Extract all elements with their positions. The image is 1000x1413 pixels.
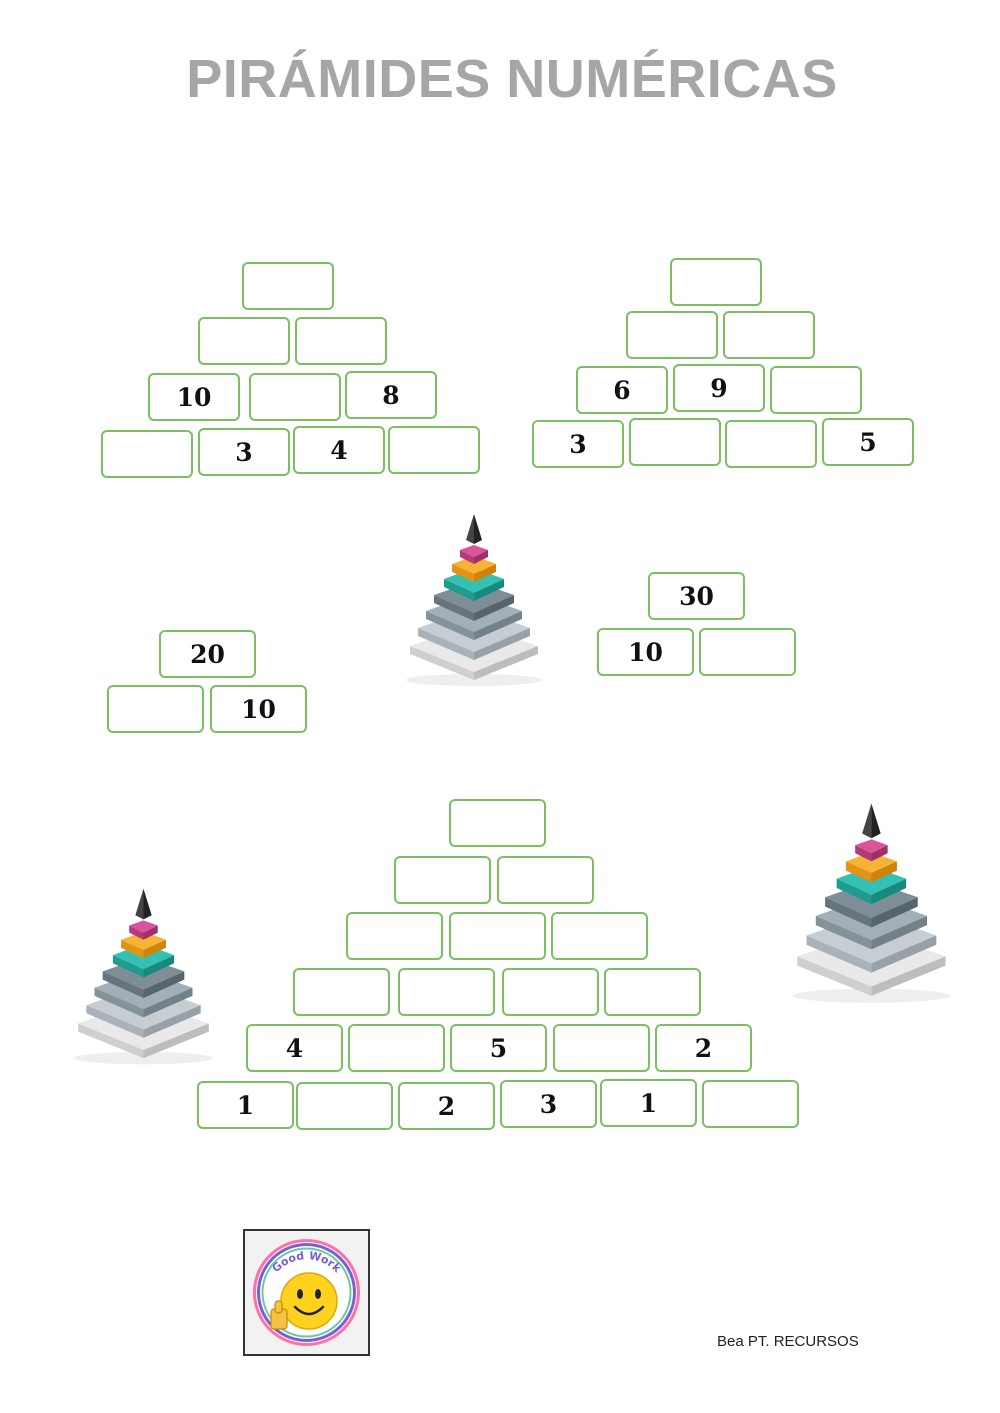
pyramid-cell[interactable] xyxy=(101,430,193,478)
pyramid-cell[interactable] xyxy=(702,1080,799,1128)
pyramid-cell[interactable] xyxy=(198,317,290,365)
pyramid-cell[interactable] xyxy=(626,311,718,359)
pyramid-cell[interactable] xyxy=(398,968,495,1016)
pyramid-cell[interactable] xyxy=(242,262,334,310)
pyramid-cell[interactable] xyxy=(551,912,648,960)
pyramid-cell[interactable] xyxy=(725,420,817,468)
pyramid-cell[interactable]: 30 xyxy=(648,572,745,620)
pyramid-cell[interactable] xyxy=(497,856,594,904)
layered-pyramid-icon xyxy=(406,514,542,686)
pyramid-cell[interactable] xyxy=(770,366,862,414)
pyramid-cell[interactable] xyxy=(670,258,762,306)
pyramid-cell[interactable]: 2 xyxy=(398,1082,495,1130)
pyramid-cell[interactable]: 3 xyxy=(198,428,290,476)
good-work-button[interactable]: Good Work xyxy=(243,1229,370,1356)
pyramid-cell[interactable]: 1 xyxy=(197,1081,294,1129)
pyramid-cell[interactable] xyxy=(295,317,387,365)
pyramid-cell[interactable]: 10 xyxy=(210,685,307,733)
pyramid-cell[interactable]: 5 xyxy=(450,1024,547,1072)
pyramid-cell[interactable]: 3 xyxy=(532,420,624,468)
page-title: PIRÁMIDES NUMÉRICAS xyxy=(186,49,838,109)
pyramid-cell[interactable]: 5 xyxy=(822,418,914,466)
pyramid-cell[interactable] xyxy=(348,1024,445,1072)
pyramid-cell[interactable]: 6 xyxy=(576,366,668,414)
pyramid-cell[interactable] xyxy=(346,912,443,960)
pyramid-cell[interactable] xyxy=(449,912,546,960)
pyramid-cell[interactable]: 2 xyxy=(655,1024,752,1072)
pyramid-cell[interactable] xyxy=(629,418,721,466)
pyramid-cell[interactable]: 8 xyxy=(345,371,437,419)
pyramid-cell[interactable] xyxy=(449,799,546,847)
pyramid-cell[interactable]: 20 xyxy=(159,630,256,678)
pyramid-cell[interactable]: 10 xyxy=(597,628,694,676)
layered-pyramid-icon xyxy=(792,803,951,1003)
pyramid-cell[interactable]: 9 xyxy=(673,364,765,412)
pyramid-cell[interactable] xyxy=(107,685,204,733)
pyramid-cell[interactable] xyxy=(604,968,701,1016)
pyramid-cell[interactable]: 10 xyxy=(148,373,240,421)
layered-pyramid-icon xyxy=(74,888,213,1065)
pyramid-cell[interactable] xyxy=(296,1082,393,1130)
pyramid-cell[interactable] xyxy=(553,1024,650,1072)
pyramid-cell[interactable]: 4 xyxy=(246,1024,343,1072)
pyramid-cell[interactable] xyxy=(394,856,491,904)
pyramid-cell[interactable] xyxy=(293,968,390,1016)
pyramid-cell[interactable] xyxy=(723,311,815,359)
pyramid-cell[interactable] xyxy=(388,426,480,474)
smiley-thumbs-up-icon: Good Work xyxy=(253,1239,360,1346)
pyramid-cell[interactable] xyxy=(502,968,599,1016)
pyramid-cell[interactable]: 4 xyxy=(293,426,385,474)
pyramid-cell[interactable] xyxy=(249,373,341,421)
pyramid-cell[interactable] xyxy=(699,628,796,676)
author-credit: Bea PT. RECURSOS xyxy=(717,1333,859,1350)
pyramid-cell[interactable]: 3 xyxy=(500,1080,597,1128)
pyramid-cell[interactable]: 1 xyxy=(600,1079,697,1127)
